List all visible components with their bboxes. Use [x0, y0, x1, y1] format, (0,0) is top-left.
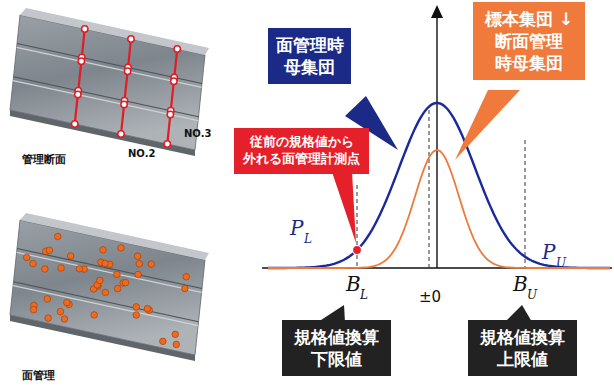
callout-box: 面管理時 母集団 — [268, 28, 351, 84]
limit-dashed-line — [525, 140, 526, 268]
surface-point — [42, 266, 49, 273]
surface-point — [148, 261, 155, 268]
callout-box: 標本集団 ↓ 断面管理 時母集団 — [473, 2, 585, 80]
berm-line — [13, 81, 198, 121]
surface-point — [61, 316, 68, 323]
surface-point — [136, 260, 143, 267]
subscript: U — [556, 256, 566, 270]
outlier-point — [353, 246, 362, 255]
surface-label: 面管理 — [22, 368, 55, 383]
cross-section-slope — [10, 8, 209, 156]
callout-text: 標本集団 ↓ 断面管理 時母集団 — [481, 8, 577, 74]
callout-box: 従前の規格値から 外れる面管理計測点 — [234, 128, 369, 174]
berm-line — [13, 286, 198, 326]
measure-point — [174, 46, 180, 52]
surface-point — [46, 247, 53, 254]
subscript: U — [527, 288, 537, 302]
slope-surface — [10, 15, 205, 150]
section-number: NO.2 — [128, 148, 155, 159]
section-label: 管理断面 — [22, 152, 66, 167]
surface-point — [133, 312, 140, 319]
measure-point — [72, 121, 78, 127]
measure-point — [118, 131, 124, 137]
surface-point — [134, 253, 141, 260]
limit-symbol: B — [513, 272, 528, 296]
surface-point — [118, 245, 125, 252]
surface-point — [67, 253, 74, 260]
surface-point — [122, 279, 129, 286]
surface-point — [172, 331, 179, 338]
surface-point — [91, 312, 98, 319]
surface-point — [76, 265, 83, 272]
callout-box: 規格値換算 下限値 — [282, 320, 391, 376]
profile-line — [121, 39, 131, 134]
y-axis — [436, 14, 437, 268]
callout-text: 規格値換算 下限値 — [290, 326, 383, 370]
surface-point — [160, 338, 167, 345]
limit-symbol: B — [346, 272, 361, 296]
callout-tail — [332, 172, 356, 243]
section-number: NO.3 — [184, 128, 211, 139]
surface-point — [57, 308, 64, 315]
measure-point — [75, 91, 81, 97]
callout-text: 規格値換算 上限値 — [476, 326, 569, 370]
slope-surface — [10, 220, 205, 355]
callout-text: 従前の規格値から 外れる面管理計測点 — [242, 134, 361, 168]
surface-point — [97, 277, 104, 284]
surface-point — [54, 233, 61, 240]
callout-tail — [455, 90, 520, 160]
callout-box: 規格値換算 上限値 — [468, 320, 577, 376]
callout-tails — [318, 90, 532, 322]
slope-crest — [20, 213, 209, 260]
limit-dashed-line — [357, 185, 358, 268]
slope-crest — [20, 8, 209, 55]
surface-point — [30, 260, 37, 267]
berm-line — [14, 282, 199, 322]
surface-point — [23, 254, 30, 261]
surface-point — [64, 299, 71, 306]
surface-point — [58, 265, 65, 272]
measure-point — [82, 26, 88, 32]
berm-line — [17, 252, 202, 292]
surface-point — [173, 341, 180, 348]
berm-line — [17, 249, 202, 289]
surface-point — [133, 304, 140, 311]
measure-point — [128, 36, 134, 42]
measure-point — [171, 78, 177, 84]
surface-point — [114, 285, 121, 292]
surface-slope — [10, 213, 209, 361]
subscript: L — [304, 232, 312, 246]
subscript: L — [360, 288, 368, 302]
callout-text: 面管理時 母集団 — [276, 34, 343, 78]
surface-point — [102, 289, 109, 296]
surface-point — [102, 260, 109, 267]
measure-point — [124, 68, 130, 74]
profile-line — [75, 29, 85, 124]
axis-arrow — [431, 5, 443, 18]
surface-point — [114, 271, 121, 278]
profile-line — [167, 49, 177, 144]
zero-label: ±0 — [419, 288, 441, 306]
surface-point — [45, 315, 52, 322]
measure-point — [164, 141, 170, 147]
surface-point — [44, 296, 51, 303]
measure-point — [78, 58, 84, 64]
measure-point — [167, 111, 173, 117]
berm-line — [17, 47, 202, 87]
surface-point — [182, 285, 189, 292]
surface-point — [30, 306, 37, 313]
surface-point — [100, 247, 107, 254]
surface-point — [135, 271, 142, 278]
measure-point — [121, 101, 127, 107]
limit-dashed-line — [429, 110, 430, 268]
surface-point — [183, 273, 190, 280]
surface-point — [144, 305, 151, 312]
probability-symbol: P — [290, 216, 303, 240]
probability-symbol: P — [542, 240, 555, 264]
